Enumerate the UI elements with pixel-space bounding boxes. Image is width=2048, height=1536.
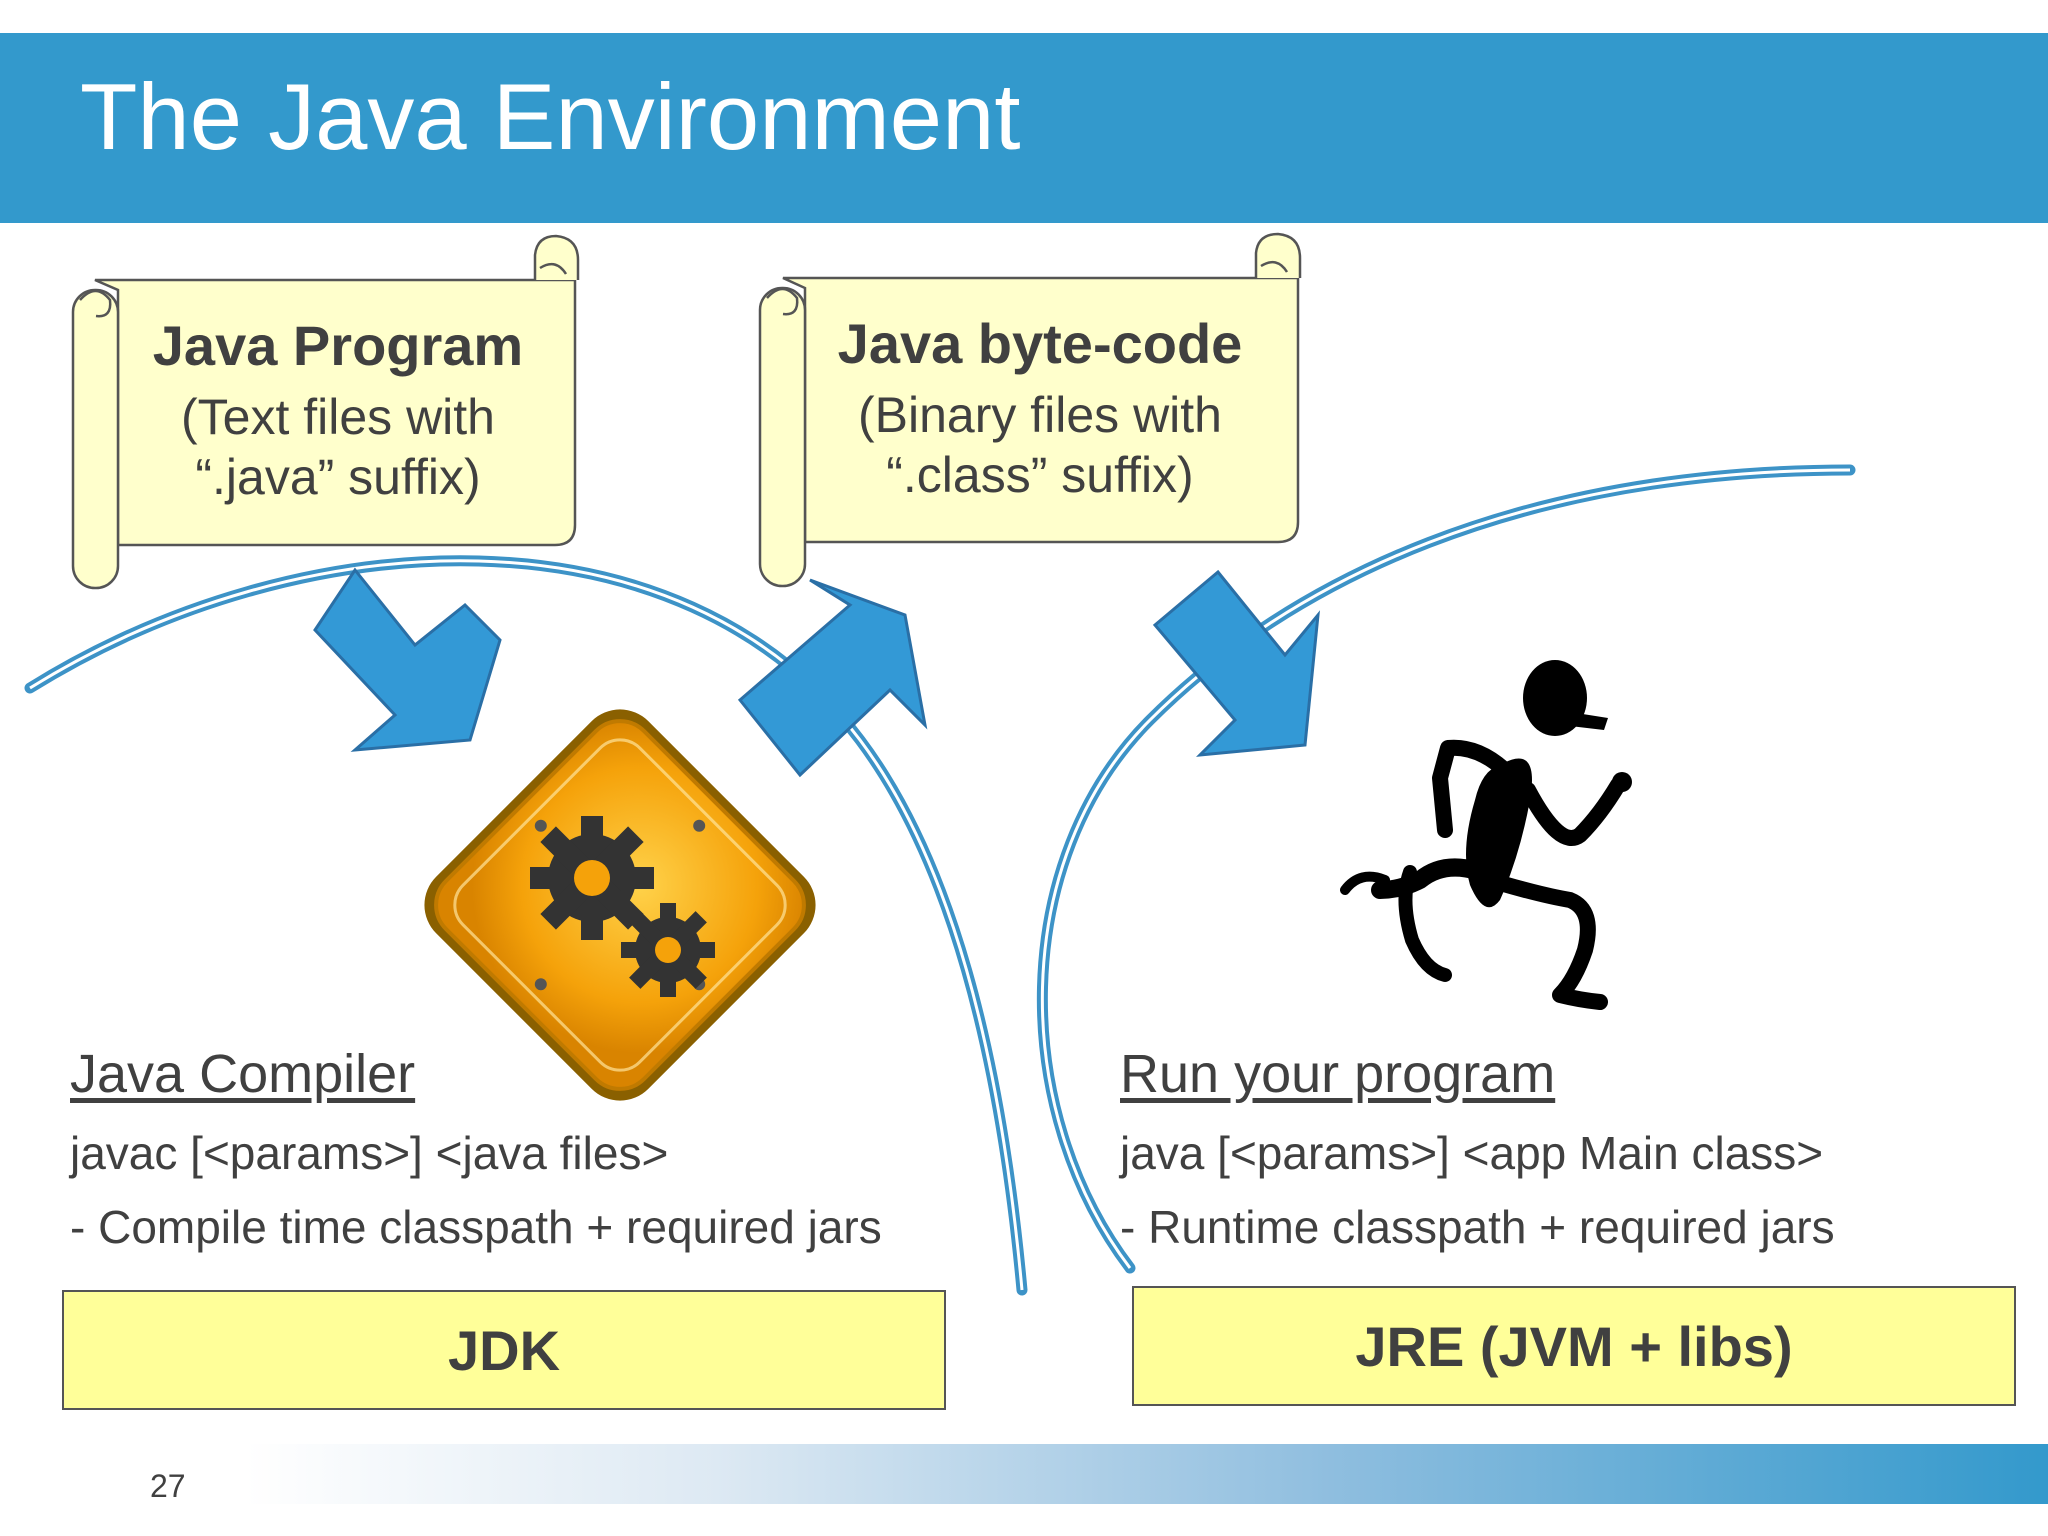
scroll-program-line1: (Text files with bbox=[181, 389, 495, 446]
scroll-program-line2: “.java” suffix) bbox=[195, 449, 481, 506]
scroll-program-text: Java Program (Text files with “.java” su… bbox=[118, 312, 558, 507]
header-band bbox=[0, 33, 2048, 223]
runtime-heading: Run your program bbox=[1120, 1044, 1556, 1104]
slide-title: The Java Environment bbox=[80, 64, 1021, 169]
scroll-program-title: Java Program bbox=[152, 314, 524, 377]
scroll-bytecode-line2: “.class” suffix) bbox=[886, 447, 1194, 504]
scroll-bytecode-line1: (Binary files with bbox=[858, 387, 1222, 444]
scroll-bytecode-title: Java byte-code bbox=[837, 312, 1243, 375]
footer-band bbox=[0, 1444, 2048, 1504]
compiler-heading: Java Compiler bbox=[70, 1044, 416, 1104]
curved-flow-line-right-inner bbox=[1040, 468, 1851, 1269]
runtime-note: - Runtime classpath + required jars bbox=[1120, 1201, 1835, 1253]
runtime-command: java [<params>] <app Main class> bbox=[1120, 1127, 1824, 1179]
jre-box: JRE (JVM + libs) bbox=[1132, 1286, 2016, 1406]
arrow-into-runtime bbox=[1152, 569, 1320, 757]
compiler-command: javac [<params>] <java files> bbox=[70, 1127, 669, 1179]
jdk-box: JDK bbox=[62, 1290, 946, 1410]
arrow-out-of-compiler bbox=[737, 578, 928, 778]
scroll-java-bytecode bbox=[758, 232, 1302, 588]
page-number: 27 bbox=[150, 1468, 186, 1504]
compiler-note: - Compile time classpath + required jars bbox=[70, 1201, 882, 1253]
running-man-icon bbox=[1340, 660, 1632, 1010]
gears-warning-sign-icon bbox=[424, 709, 816, 1101]
arrow-into-compiler bbox=[313, 567, 502, 752]
scroll-java-program bbox=[71, 234, 580, 590]
scroll-bytecode-text: Java byte-code (Binary files with “.clas… bbox=[805, 310, 1275, 505]
